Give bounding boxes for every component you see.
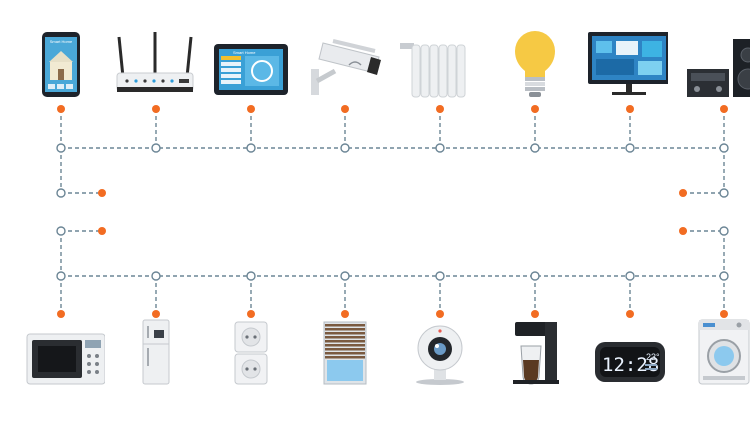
top-bus-node bbox=[340, 143, 350, 153]
microwave-icon bbox=[25, 316, 106, 386]
washing-machine-icon bbox=[685, 316, 750, 386]
svg-text:Smart Home: Smart Home bbox=[50, 39, 73, 44]
webcam-icon bbox=[400, 316, 480, 386]
bottom-bus-node bbox=[151, 271, 161, 281]
bottom-device-connector-dot bbox=[436, 310, 444, 318]
top-bus-node bbox=[246, 143, 256, 153]
top-bus-node bbox=[151, 143, 161, 153]
right-upper-endpoint-dot bbox=[679, 189, 687, 197]
bottom-device-connector-dot bbox=[341, 310, 349, 318]
left-upper-endpoint-dot bbox=[98, 189, 106, 197]
left-upper-node bbox=[56, 188, 66, 198]
bottom-bus-node bbox=[246, 271, 256, 281]
top-bus-node bbox=[719, 143, 729, 153]
right-lower-node bbox=[719, 226, 729, 236]
top-device-connector-dot bbox=[57, 105, 65, 113]
top-device-connector-dot bbox=[531, 105, 539, 113]
top-bus-node bbox=[625, 143, 635, 153]
refrigerator-icon bbox=[116, 316, 196, 386]
right-lower-endpoint-dot bbox=[679, 227, 687, 235]
window-blinds-icon bbox=[305, 316, 385, 386]
bottom-device-connector-dot bbox=[247, 310, 255, 318]
bottom-bus-node bbox=[435, 271, 445, 281]
svg-text:23°: 23° bbox=[646, 352, 660, 362]
coffee-maker-icon bbox=[495, 316, 575, 386]
bottom-bus-node bbox=[530, 271, 540, 281]
top-device-connector-dot bbox=[720, 105, 728, 113]
bottom-device-connector-dot bbox=[531, 310, 539, 318]
smartphone-icon: Smart Home bbox=[21, 29, 101, 99]
svg-text:Smart Home: Smart Home bbox=[233, 50, 256, 55]
top-bus-node bbox=[530, 143, 540, 153]
bottom-bus-node bbox=[625, 271, 635, 281]
power-socket-icon bbox=[211, 316, 291, 386]
bottom-bus-node bbox=[719, 271, 729, 281]
top-device-connector-dot bbox=[626, 105, 634, 113]
left-lower-node bbox=[56, 226, 66, 236]
right-upper-node bbox=[719, 188, 729, 198]
stereo-system-icon bbox=[683, 29, 750, 99]
alarm-clock-icon: 12:28 23° bbox=[590, 316, 670, 386]
top-device-connector-dot bbox=[152, 105, 160, 113]
top-device-connector-dot bbox=[341, 105, 349, 113]
top-device-connector-dot bbox=[436, 105, 444, 113]
left-lower-endpoint-dot bbox=[98, 227, 106, 235]
top-bus-node bbox=[56, 143, 66, 153]
tv-monitor-icon bbox=[588, 29, 670, 99]
bottom-bus-node bbox=[340, 271, 350, 281]
bottom-device-connector-dot bbox=[152, 310, 160, 318]
bottom-device-connector-dot bbox=[720, 310, 728, 318]
bottom-bus-node bbox=[56, 271, 66, 281]
security-camera-icon bbox=[305, 29, 385, 99]
svg-text:12:28: 12:28 bbox=[602, 354, 659, 376]
wifi-router-icon bbox=[115, 29, 195, 99]
top-bus-node bbox=[435, 143, 445, 153]
radiator-icon bbox=[400, 29, 480, 99]
top-device-connector-dot bbox=[247, 105, 255, 113]
light-bulb-icon bbox=[495, 29, 575, 99]
bottom-device-connector-dot bbox=[626, 310, 634, 318]
tablet-icon: Smart Home bbox=[211, 29, 291, 99]
bottom-device-connector-dot bbox=[57, 310, 65, 318]
